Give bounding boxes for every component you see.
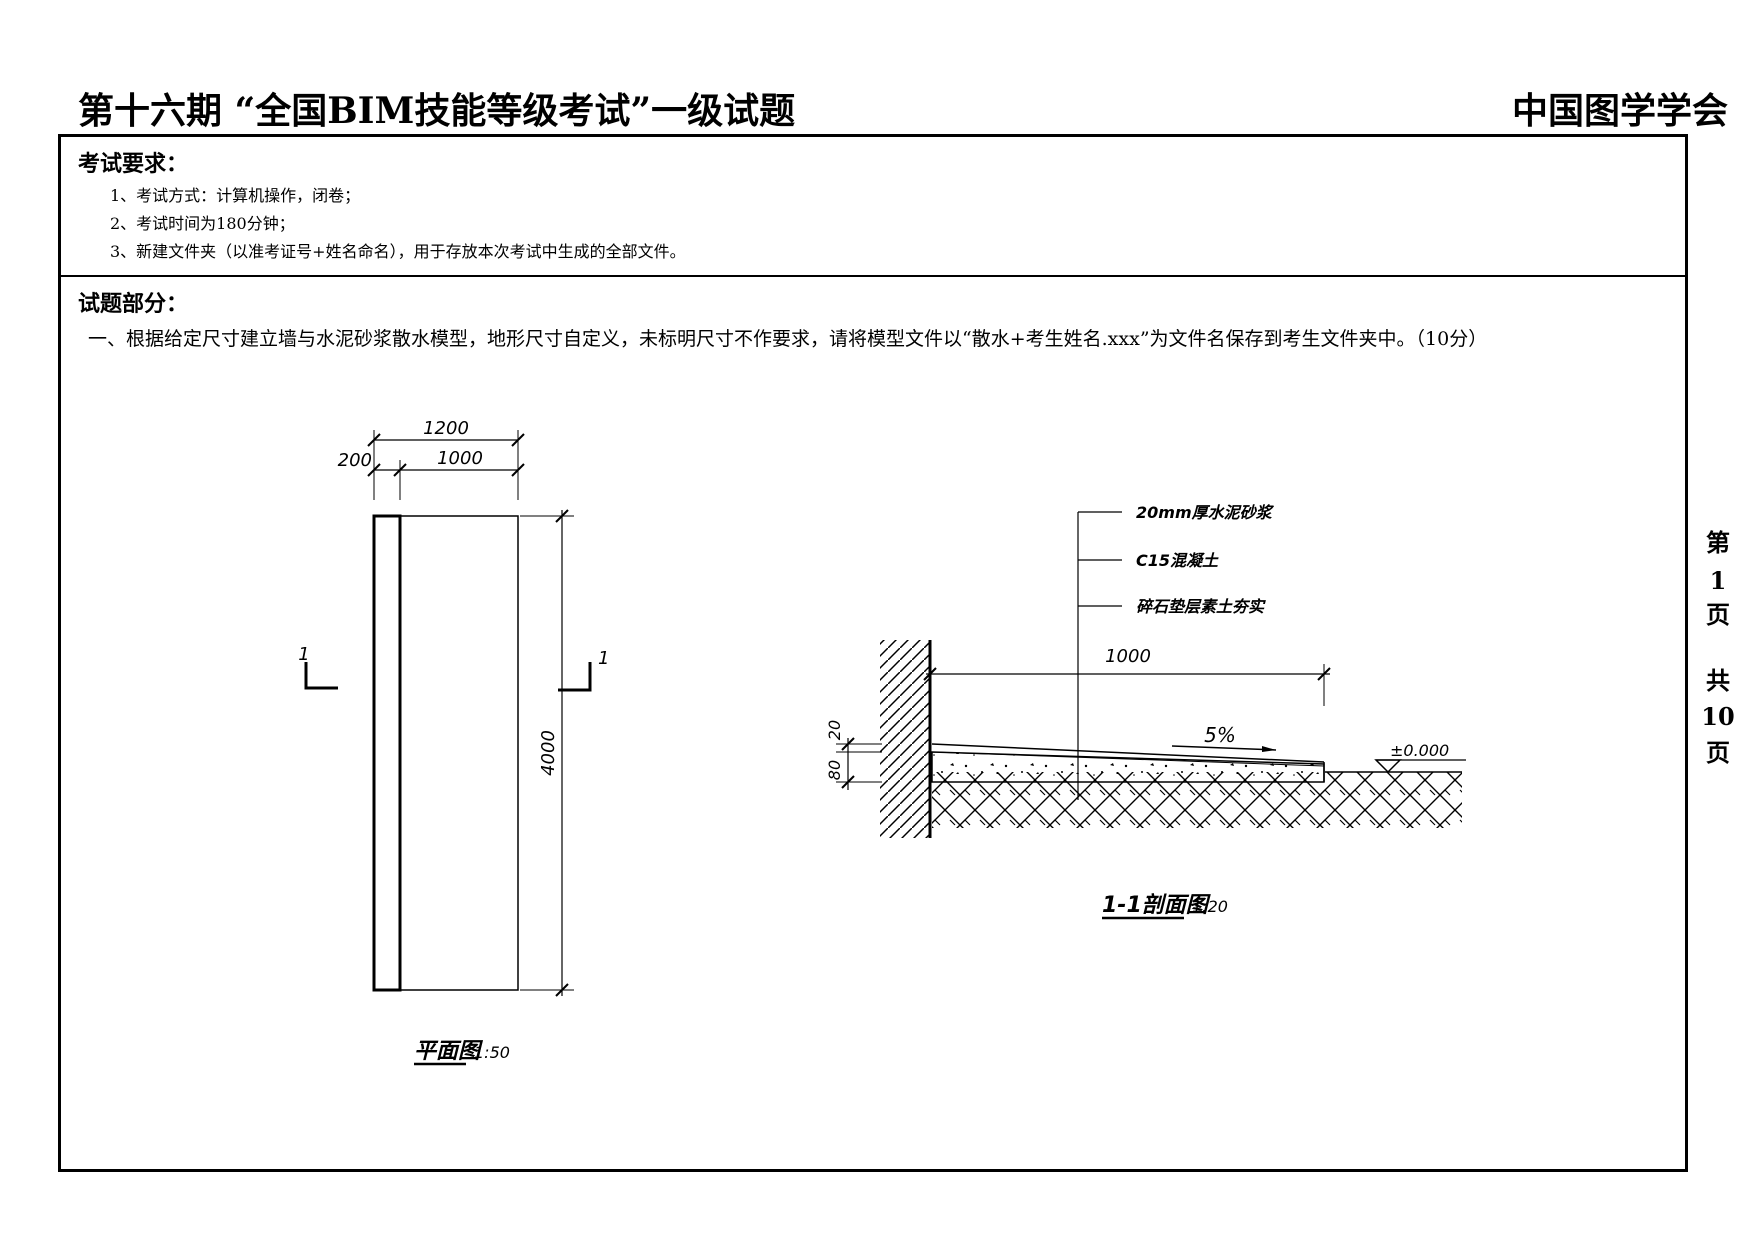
dim-total-label: 1200 [423,418,469,439]
requirement-item: 1、考试方式：计算机操作，闭卷； [110,186,361,205]
mortar-top [931,743,1325,763]
organization-name: 中国图学学会 [1512,90,1729,132]
section-mark-right [558,662,592,692]
elevation-label: ±0.000 [1390,741,1449,760]
page-indicator-char: 10 [1701,702,1735,731]
section-dim-height-label: 80 [825,760,844,780]
slope-label: 5% [1204,723,1236,747]
page-indicator-char: 页 [1706,738,1730,767]
section-caption: 1-1剖面图 [1102,892,1212,918]
dim-tick [393,463,407,477]
layer-label: 碎石垫层素土夯实 [1136,597,1266,616]
page-indicator-char: 第 [1706,528,1730,557]
dim-tick [511,463,525,477]
question-item: 一、根据给定尺寸建立墙与水泥砂浆散水模型，地形尺寸自定义，未标明尺寸不作要求，请… [88,328,1488,350]
slope-arrowhead [1262,746,1276,752]
dim-tick [555,509,569,523]
dim-tick [367,433,381,447]
layer-label: 20mm厚水泥砂浆 [1136,503,1275,522]
dim-tick [1317,667,1331,681]
dim-wall-label: 200 [338,450,372,471]
section-mark-right-label: 1 [598,648,609,669]
section-view: 20mm厚水泥砂浆 C15混凝土 碎石垫层素土夯实 1000 20 80 5% … [825,503,1466,920]
concrete-layer [931,751,1325,783]
elevation-triangle [1374,759,1402,774]
requirements-heading: 考试要求： [78,151,189,177]
page-indicator-char: 共 [1706,666,1730,695]
section-mark-left-label: 1 [298,644,309,665]
sheet-frame [58,134,1688,1172]
slope-arrow [1171,745,1277,751]
section-divider [58,275,1688,277]
layer-label: C15混凝土 [1136,551,1219,570]
plan-wall [372,514,402,992]
dim-tick [841,775,855,789]
section-dim-top-label: 20 [825,720,844,740]
dim-tick [555,983,569,997]
plan-apron [399,515,519,991]
dim-tick [511,433,525,447]
section-scale: 1:20 [1192,897,1228,916]
page-indicator-char: 页 [1706,600,1730,629]
page-title: 第十六期 “全国BIM技能等级考试”一级试题 [78,90,796,132]
section-dim-width-label: 1000 [1105,646,1151,667]
page-indicator-char: 1 [1709,566,1727,595]
mortar-bottom [931,751,1325,767]
section-wall [880,640,930,838]
plan-scale: 1:50 [474,1043,510,1062]
dim-tick [923,667,937,681]
questions-heading: 试题部分： [78,291,189,317]
requirement-item: 2、考试时间为180分钟； [110,214,295,233]
dim-tick [841,737,855,751]
dim-width-label: 1000 [437,448,483,469]
plan-view: 1200 200 1000 4000 1 1 平面图 1:50 [298,418,609,1066]
dim-length-label: 4000 [538,730,559,776]
section-mark-left [304,662,338,690]
dim-tick [367,463,381,477]
plan-caption: 平面图 [414,1039,484,1064]
requirement-item: 3、新建文件夹（以准考证号+姓名命名），用于存放本次考试中生成的全部文件。 [110,242,686,261]
